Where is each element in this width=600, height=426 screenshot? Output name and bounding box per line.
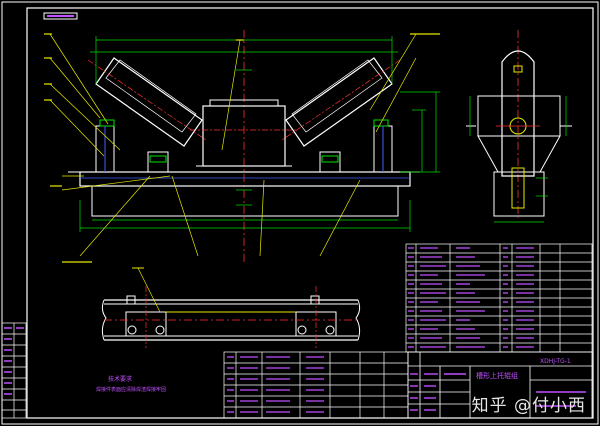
notes-heading: 技术要求 bbox=[108, 375, 132, 383]
technical-notes: 技术要求 焊接件表面应清除焊渣焊接牢固 bbox=[96, 375, 166, 393]
front-view bbox=[44, 30, 440, 265]
stamp-box bbox=[43, 12, 78, 20]
title-block-drawing-name: 槽形上托辊组 bbox=[476, 371, 518, 380]
plan-view bbox=[101, 267, 361, 348]
parts-list-table bbox=[405, 243, 593, 353]
watermark-text: 知乎 @付小西 bbox=[471, 396, 586, 416]
notes-line-1: 焊接件表面应清除焊渣焊接牢固 bbox=[96, 386, 166, 393]
title-block-drawing-code: XDHJ-TG-1 bbox=[540, 358, 571, 365]
left-revision-table bbox=[1, 322, 27, 419]
left-wing-roller bbox=[95, 57, 203, 147]
lower-table-entries bbox=[227, 356, 324, 413]
title-block bbox=[407, 351, 593, 419]
lower-table bbox=[223, 351, 409, 419]
side-view bbox=[466, 30, 572, 223]
right-wing-roller bbox=[285, 57, 393, 147]
parts-list-entries bbox=[408, 247, 534, 348]
